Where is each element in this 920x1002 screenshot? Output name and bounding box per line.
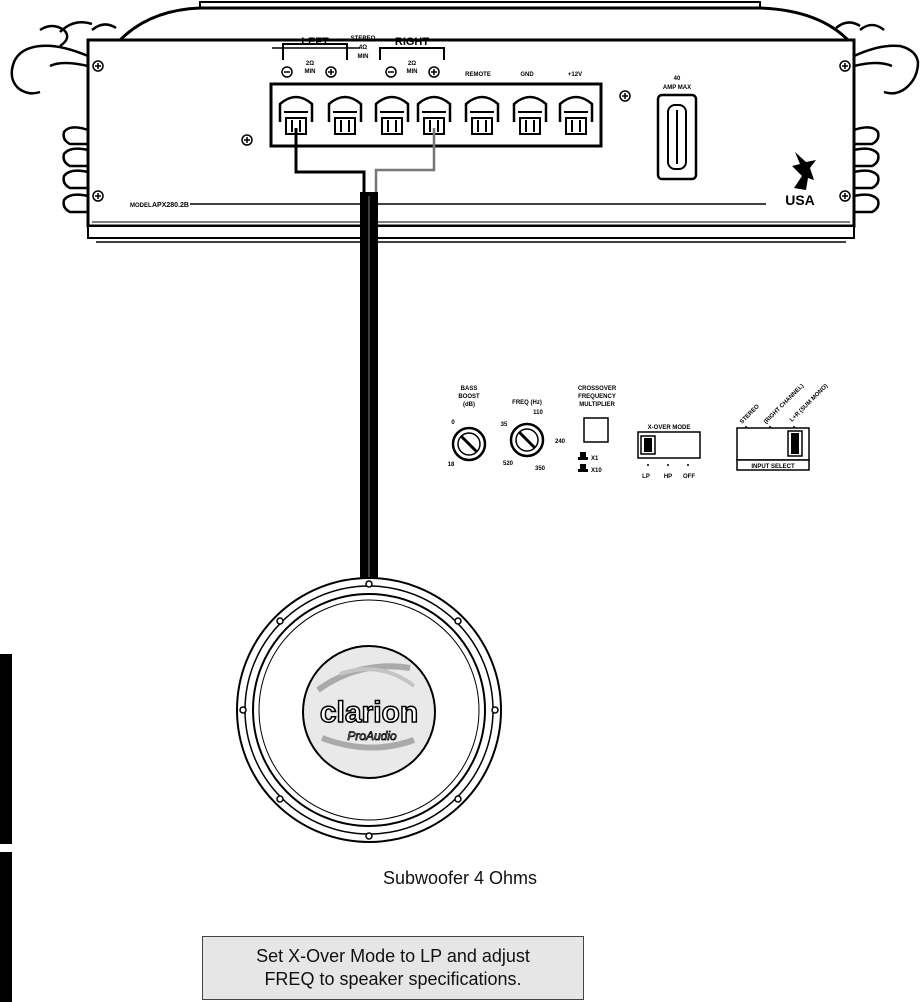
negative-wire xyxy=(294,128,366,195)
multiplier-title-3: MULTIPLIER xyxy=(579,402,615,408)
amplifier: LEFT RIGHT STEREO 4Ω MIN 2Ω MIN 2Ω MIN R… xyxy=(10,1,920,243)
bass-min: 0 xyxy=(451,420,455,426)
xover-option-off: OFF xyxy=(683,474,695,480)
positive-wire xyxy=(374,128,436,195)
fuse: 40 AMP MAX xyxy=(656,76,698,181)
bass-boost-knob[interactable] xyxy=(451,426,487,462)
left-sub-min: MIN xyxy=(305,69,316,75)
terminal-screw xyxy=(278,95,314,135)
multiplier-x1: X1 xyxy=(591,456,599,462)
subwoofer-caption: Subwoofer 4 Ohms xyxy=(382,868,538,888)
terminal-screw xyxy=(464,95,500,135)
model-prefix: MODEL xyxy=(130,203,152,209)
terminal-screw xyxy=(416,95,452,135)
speaker-sub-brand: ProAudio xyxy=(347,729,397,743)
control-panel: BASS BOOST (dB) 0 18 FREQ (Hz) 35 110 24… xyxy=(448,383,830,480)
multiplier-title-2: FREQUENCY xyxy=(578,394,616,400)
right-sub-min: MIN xyxy=(407,69,418,75)
mounting-screws xyxy=(239,580,499,840)
terminal-screw xyxy=(327,95,363,135)
xover-option-hp: HP xyxy=(664,474,672,480)
fuse-type: AMP MAX xyxy=(663,85,691,91)
input-select-title: INPUT SELECT xyxy=(751,464,795,470)
freq-tick-110: 110 xyxy=(533,410,543,416)
brand-logo-icon xyxy=(792,152,816,190)
bass-boost-unit: (dB) xyxy=(463,402,475,408)
instruction-note: Set X-Over Mode to LP and adjust FREQ to… xyxy=(202,936,584,1000)
origin-label: USA xyxy=(785,192,815,208)
multiplier-x10: X10 xyxy=(591,468,602,474)
freq-knob[interactable] xyxy=(509,422,545,458)
terminal-screw xyxy=(374,95,410,135)
input-select-switch[interactable] xyxy=(736,427,810,461)
input-option-stereo: STEREO xyxy=(739,403,761,425)
freq-tick-240: 240 xyxy=(555,439,566,445)
terminal-screw xyxy=(512,95,548,135)
x10-indicator-icon xyxy=(578,464,588,472)
stereo-ohms: 4Ω xyxy=(359,45,367,51)
left-sub-ohms: 2Ω xyxy=(306,61,314,67)
gnd-label: GND xyxy=(520,72,534,78)
note-line-1: Set X-Over Mode to LP and adjust xyxy=(256,946,530,966)
speaker-brand: clarion xyxy=(320,696,418,729)
stereo-label: STEREO xyxy=(351,36,376,42)
note-line-2: FREQ to speaker specifications. xyxy=(264,969,522,989)
bass-boost-title-1: BASS xyxy=(461,386,478,392)
fuse-rating: 40 xyxy=(674,76,681,82)
left-edge-bar-upper xyxy=(0,654,12,844)
chassis-screws xyxy=(92,60,851,202)
right-heatsink xyxy=(835,21,920,214)
left-heatsink xyxy=(10,21,117,214)
remote-label: REMOTE xyxy=(465,72,491,78)
freq-tick-35: 35 xyxy=(501,422,508,428)
freq-tick-520: 520 xyxy=(503,461,514,467)
left-edge-bar-lower xyxy=(0,852,12,1002)
input-option-right: (RIGHT CHANNEL) xyxy=(763,383,805,425)
xover-option-lp: LP xyxy=(642,474,650,480)
right-channel-label: RIGHT xyxy=(395,36,430,48)
x1-indicator-icon xyxy=(578,452,588,460)
multiplier-button[interactable] xyxy=(583,417,609,443)
xover-title: X-OVER MODE xyxy=(648,425,691,431)
right-sub-ohms: 2Ω xyxy=(408,61,416,67)
bass-boost-title-2: BOOST xyxy=(458,394,480,400)
xover-mode-switch[interactable] xyxy=(637,431,701,459)
freq-title: FREQ (Hz) xyxy=(512,400,542,406)
bass-max: 18 xyxy=(448,462,455,468)
polarity-symbols xyxy=(281,66,440,78)
terminal-block xyxy=(269,82,603,148)
subwoofer: clarion ProAudio xyxy=(236,577,502,843)
left-channel-label: LEFT xyxy=(301,36,329,48)
model-number: APX280.2B xyxy=(152,202,189,209)
terminal-screw xyxy=(558,95,594,135)
multiplier-title-1: CROSSOVER xyxy=(578,386,617,392)
freq-tick-350: 350 xyxy=(535,466,546,472)
speaker-wires xyxy=(294,128,436,602)
power-label: +12V xyxy=(568,72,582,78)
stereo-min: MIN xyxy=(358,54,369,60)
